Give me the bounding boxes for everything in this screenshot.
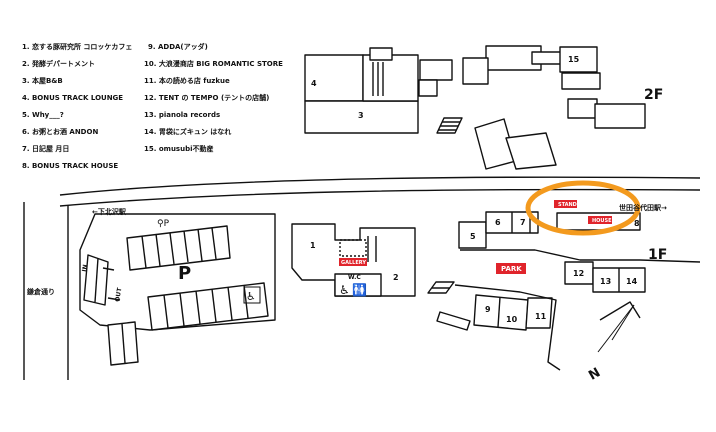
wc-label: W.C (348, 274, 361, 281)
legend-item-15: 15. omusubi不動産 (144, 145, 214, 153)
building-5-outline (458, 221, 487, 249)
building-7-label: 7 (520, 218, 526, 227)
legend-item-4: 4. BONUS TRACK LOUNGE (22, 94, 124, 102)
railway-lower-edge (59, 188, 701, 207)
toilet-icon: 🚻 (352, 283, 367, 297)
building-3-label: 3 (358, 111, 364, 120)
legend-item-9: 9. ADDA(アッダ) (148, 43, 208, 51)
legend-item-14: 14. 胃袋にズキュン はなれ (144, 128, 232, 136)
legend-item-1: 1. 恋する豚研究所 コロッケカフェ (22, 43, 133, 51)
gallery-tag (339, 258, 367, 266)
direction-setagaya-daita: 世田谷代田駅→ (619, 203, 667, 212)
building-15-label: 15 (568, 55, 580, 64)
building-2-label: 2 (393, 273, 399, 282)
floor-label-2f: 2F (644, 87, 663, 103)
north-arrow (597, 304, 635, 353)
park-tag (496, 263, 526, 274)
parking-p-icon: P (178, 263, 191, 284)
building-14-label: 14 (626, 277, 638, 286)
floor-label-1f: 1F (648, 247, 667, 263)
legend-item-10: 10. 大浪漫商店 BIG ROMANTIC STORE (144, 60, 283, 68)
railway-upper-edge (59, 176, 701, 196)
floor-1f-plan (79, 211, 701, 371)
bicycle-parking-icon: ⚲P (157, 219, 170, 229)
stand-tag (554, 200, 577, 208)
accessible-toilet-icon: ♿ (339, 283, 350, 297)
house-tag-label: HOUSE (592, 218, 612, 224)
parking-stalls-bottom (147, 282, 269, 331)
building-6-label: 6 (495, 218, 501, 227)
building-4-outline (304, 54, 364, 102)
legend-item-5: 5. Why___? (22, 111, 64, 119)
building-9-label: 9 (485, 305, 491, 314)
building-5-label: 5 (470, 232, 476, 241)
building-13-label: 13 (600, 277, 611, 286)
building-10-label: 10 (506, 315, 518, 324)
gallery-tag-label: GALLERY (341, 260, 366, 266)
building-1-label: 1 (310, 241, 316, 250)
parking-stalls-top (126, 225, 231, 271)
building-4-label: 4 (311, 79, 317, 88)
building-12-label: 12 (573, 269, 584, 278)
road-label: 鎌倉通り (26, 287, 55, 296)
direction-shimokitazawa: ←下北沢駅 (92, 207, 127, 216)
legend: 1. 恋する豚研究所 コロッケカフェ 2. 発酵デパートメント 3. 本屋B&B… (22, 44, 322, 174)
highlight-circle (525, 180, 641, 236)
legend-item-2: 2. 発酵デパートメント (22, 60, 95, 68)
accessible-parking-box (243, 286, 261, 304)
legend-item-8: 8. BONUS TRACK HOUSE (22, 162, 119, 170)
accessible-parking-icon: ♿ (246, 290, 256, 303)
park-tag-label: PARK (501, 265, 522, 273)
building-15-outline (559, 46, 598, 73)
building-11-label: 11 (535, 312, 547, 321)
legend-item-3: 3. 本屋B&B (22, 77, 63, 85)
building-9-10-outline (473, 294, 529, 331)
parking-out-label: OUT (114, 286, 123, 302)
floor-2f-plan (304, 45, 646, 170)
building-8-label: 8 (634, 219, 640, 228)
legend-item-13: 13. pianola records (144, 111, 221, 119)
house-tag (588, 216, 612, 224)
north-label: N (586, 365, 603, 383)
parking-in-label: IN (81, 264, 89, 272)
legend-item-7: 7. 日記屋 月日 (22, 145, 70, 153)
legend-item-6: 6. お粥とお酒 ANDON (22, 128, 99, 136)
legend-item-12: 12. TENT の TEMPO (テントの店舗) (144, 94, 270, 102)
legend-item-11: 11. 本の読める店 fuzkue (144, 77, 230, 85)
stand-tag-label: STAND (558, 202, 577, 208)
